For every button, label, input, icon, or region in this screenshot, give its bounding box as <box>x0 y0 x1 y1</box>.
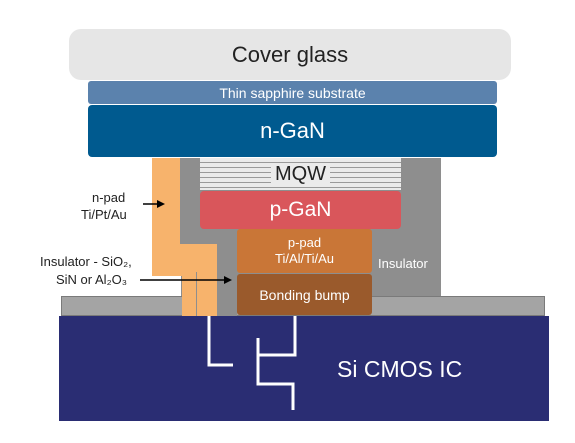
sapphire-substrate-label: Thin sapphire substrate <box>219 84 366 101</box>
sapphire-substrate-layer: Thin sapphire substrate <box>88 81 497 104</box>
insulator-arrowhead <box>224 276 232 284</box>
n-pad-arrowhead <box>157 200 165 208</box>
si-cmos-ic-label: Si CMOS IC <box>337 356 463 382</box>
cmos-wiring-right <box>256 316 297 410</box>
bonding-bump-label: Bonding bump <box>259 286 350 303</box>
p-gan-layer: p-GaN <box>200 191 401 229</box>
n-pad-label-line1: n-pad <box>92 190 126 205</box>
n-gan-layer: n-GaN <box>88 105 497 157</box>
n-pad-shape <box>153 158 217 316</box>
bonding-bump-layer: Bonding bump <box>237 274 372 315</box>
cmos-wiring-left <box>207 316 233 367</box>
n-gan-label: n-GaN <box>260 118 325 143</box>
cover-glass-layer: Cover glass <box>69 29 511 80</box>
mqw-layer: MQW <box>200 158 401 190</box>
n-pad-label-line2: Ti/Pt/Au <box>81 207 127 222</box>
cover-glass-label: Cover glass <box>231 41 349 67</box>
insulator-callout-line1: Insulator - SiO₂, <box>40 254 132 269</box>
si-cmos-ic-layer: Si CMOS IC <box>59 316 549 421</box>
insulator-right-label: Insulator <box>378 256 428 271</box>
insulator-callout-line2: SiN or Al₂O₃ <box>56 272 128 287</box>
p-pad-label-line2: Ti/Al/Ti/Au <box>275 251 334 266</box>
insulator-inner-strip <box>180 158 237 316</box>
p-gan-label: p-GaN <box>269 198 332 221</box>
p-pad-layer: p-pad Ti/Al/Ti/Au <box>237 229 372 273</box>
p-pad-label-line1: p-pad <box>287 235 322 250</box>
mqw-label: MQW <box>270 162 331 186</box>
